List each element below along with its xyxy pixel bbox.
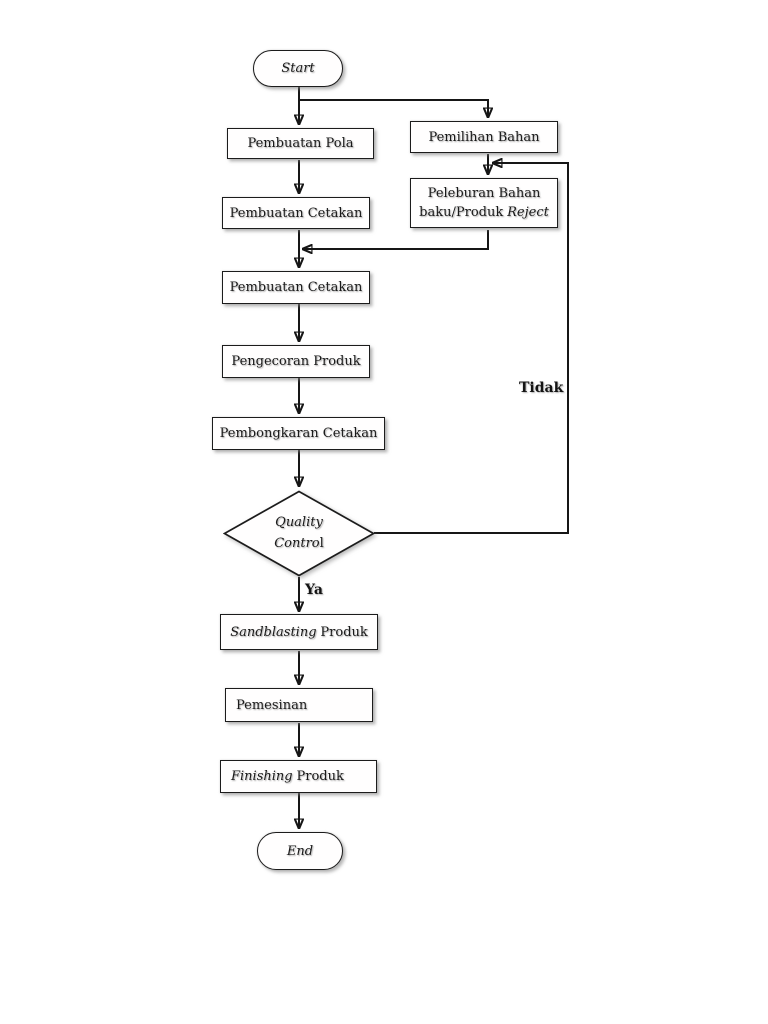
node-sandblasting-produk-label-italic: Sandblasting xyxy=(230,624,317,640)
edge-peleburan-bahan-to-main-line xyxy=(302,230,489,249)
node-pemilihan-bahan-label: Pemilihan Bahan xyxy=(428,129,540,145)
node-pemesinan-label: Pemesinan xyxy=(236,697,308,713)
node-pemesinan: Pemesinan xyxy=(225,688,373,722)
node-quality-control-label: Quality Control xyxy=(274,515,324,551)
node-peleburan-bahan-line1: Peleburan Bahan xyxy=(427,185,541,201)
quality-control-diamond-shape xyxy=(223,490,375,577)
node-end: End xyxy=(257,832,343,870)
edge-label-tidak: Tidak xyxy=(519,380,564,396)
node-start-label: Start xyxy=(281,61,315,76)
node-pembongkaran-cetakan: Pembongkaran Cetakan xyxy=(212,417,385,450)
node-pembuatan-cetakan-1: Pembuatan Cetakan xyxy=(222,197,370,229)
node-quality-control: Quality Control xyxy=(223,490,375,577)
node-pembuatan-pola-label: Pembuatan Pola xyxy=(247,136,354,151)
node-start: Start xyxy=(253,50,343,87)
node-sandblasting-produk-label: Produk xyxy=(320,624,368,640)
node-finishing-produk-label: Produk xyxy=(296,769,344,784)
node-pemilihan-bahan: Pemilihan Bahan xyxy=(410,121,558,153)
edge-start-branch-to-pemilihan-bahan xyxy=(299,99,488,118)
node-pengecoran-produk: Pengecoran Produk xyxy=(222,345,370,378)
node-end-label: End xyxy=(286,843,314,859)
edge-quality-control-tidak-loop xyxy=(374,163,569,534)
node-pembongkaran-cetakan-label: Pembongkaran Cetakan xyxy=(219,426,378,441)
node-pembuatan-pola: Pembuatan Pola xyxy=(227,128,374,159)
edge-label-ya: Ya xyxy=(305,582,323,598)
node-pengecoran-produk-label: Pengecoran Produk xyxy=(231,354,361,369)
node-pembuatan-cetakan-2-label: Pembuatan Cetakan xyxy=(229,280,363,295)
node-pembuatan-cetakan-2: Pembuatan Cetakan xyxy=(222,271,370,304)
node-finishing-produk-label-italic: Finishing xyxy=(231,769,293,784)
node-pembuatan-cetakan-1-label: Pembuatan Cetakan xyxy=(229,205,363,221)
